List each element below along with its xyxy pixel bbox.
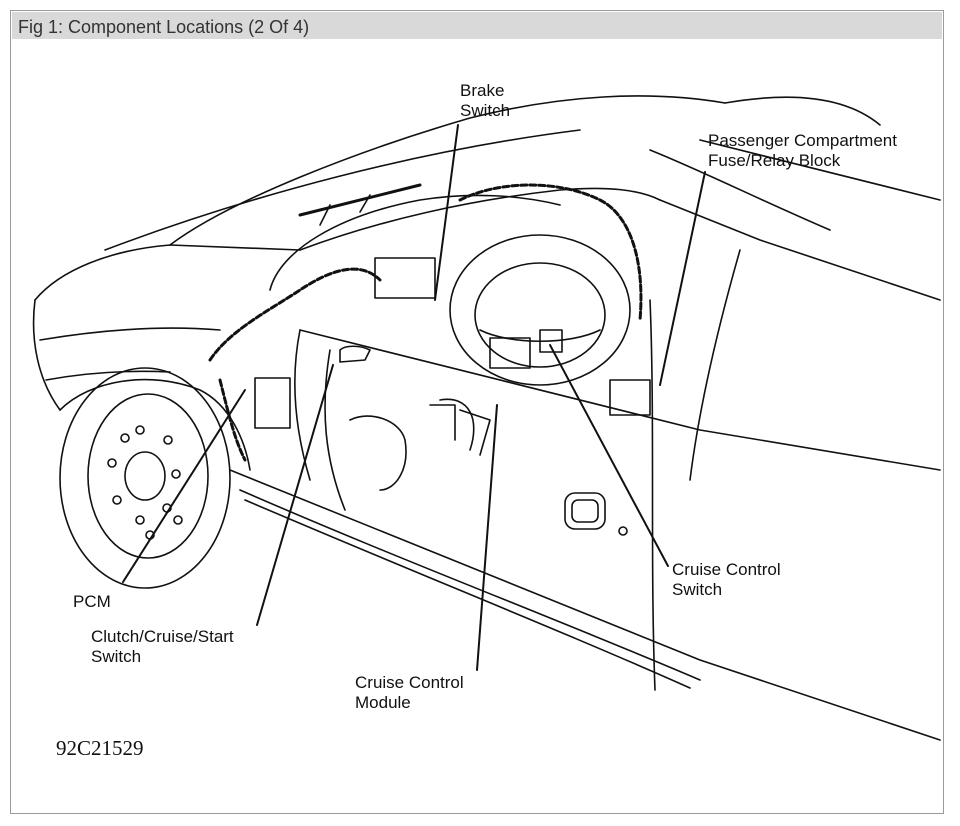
car-body-outline	[32, 95, 941, 741]
label-fuse-relay-block: Passenger Compartment Fuse/Relay Block	[708, 131, 897, 170]
front-wheel	[59, 367, 231, 589]
label-cruise-control-module: Cruise Control Module	[355, 673, 464, 712]
dashboard-interior	[208, 183, 651, 511]
title-bar: Fig 1: Component Locations (2 Of 4)	[12, 12, 942, 39]
callout-leaders	[122, 124, 706, 671]
label-brake-switch: Brake Switch	[460, 81, 511, 120]
figure-code: 92C21529	[56, 736, 144, 760]
figure-title: Fig 1: Component Locations (2 Of 4)	[18, 17, 310, 37]
label-clutch-cruise-start-switch: Clutch/Cruise/Start Switch	[91, 627, 234, 666]
figure-frame: Fig 1: Component Locations (2 Of 4)	[10, 10, 944, 814]
label-pcm: PCM	[73, 592, 111, 611]
label-cruise-control-switch: Cruise Control Switch	[672, 560, 781, 599]
